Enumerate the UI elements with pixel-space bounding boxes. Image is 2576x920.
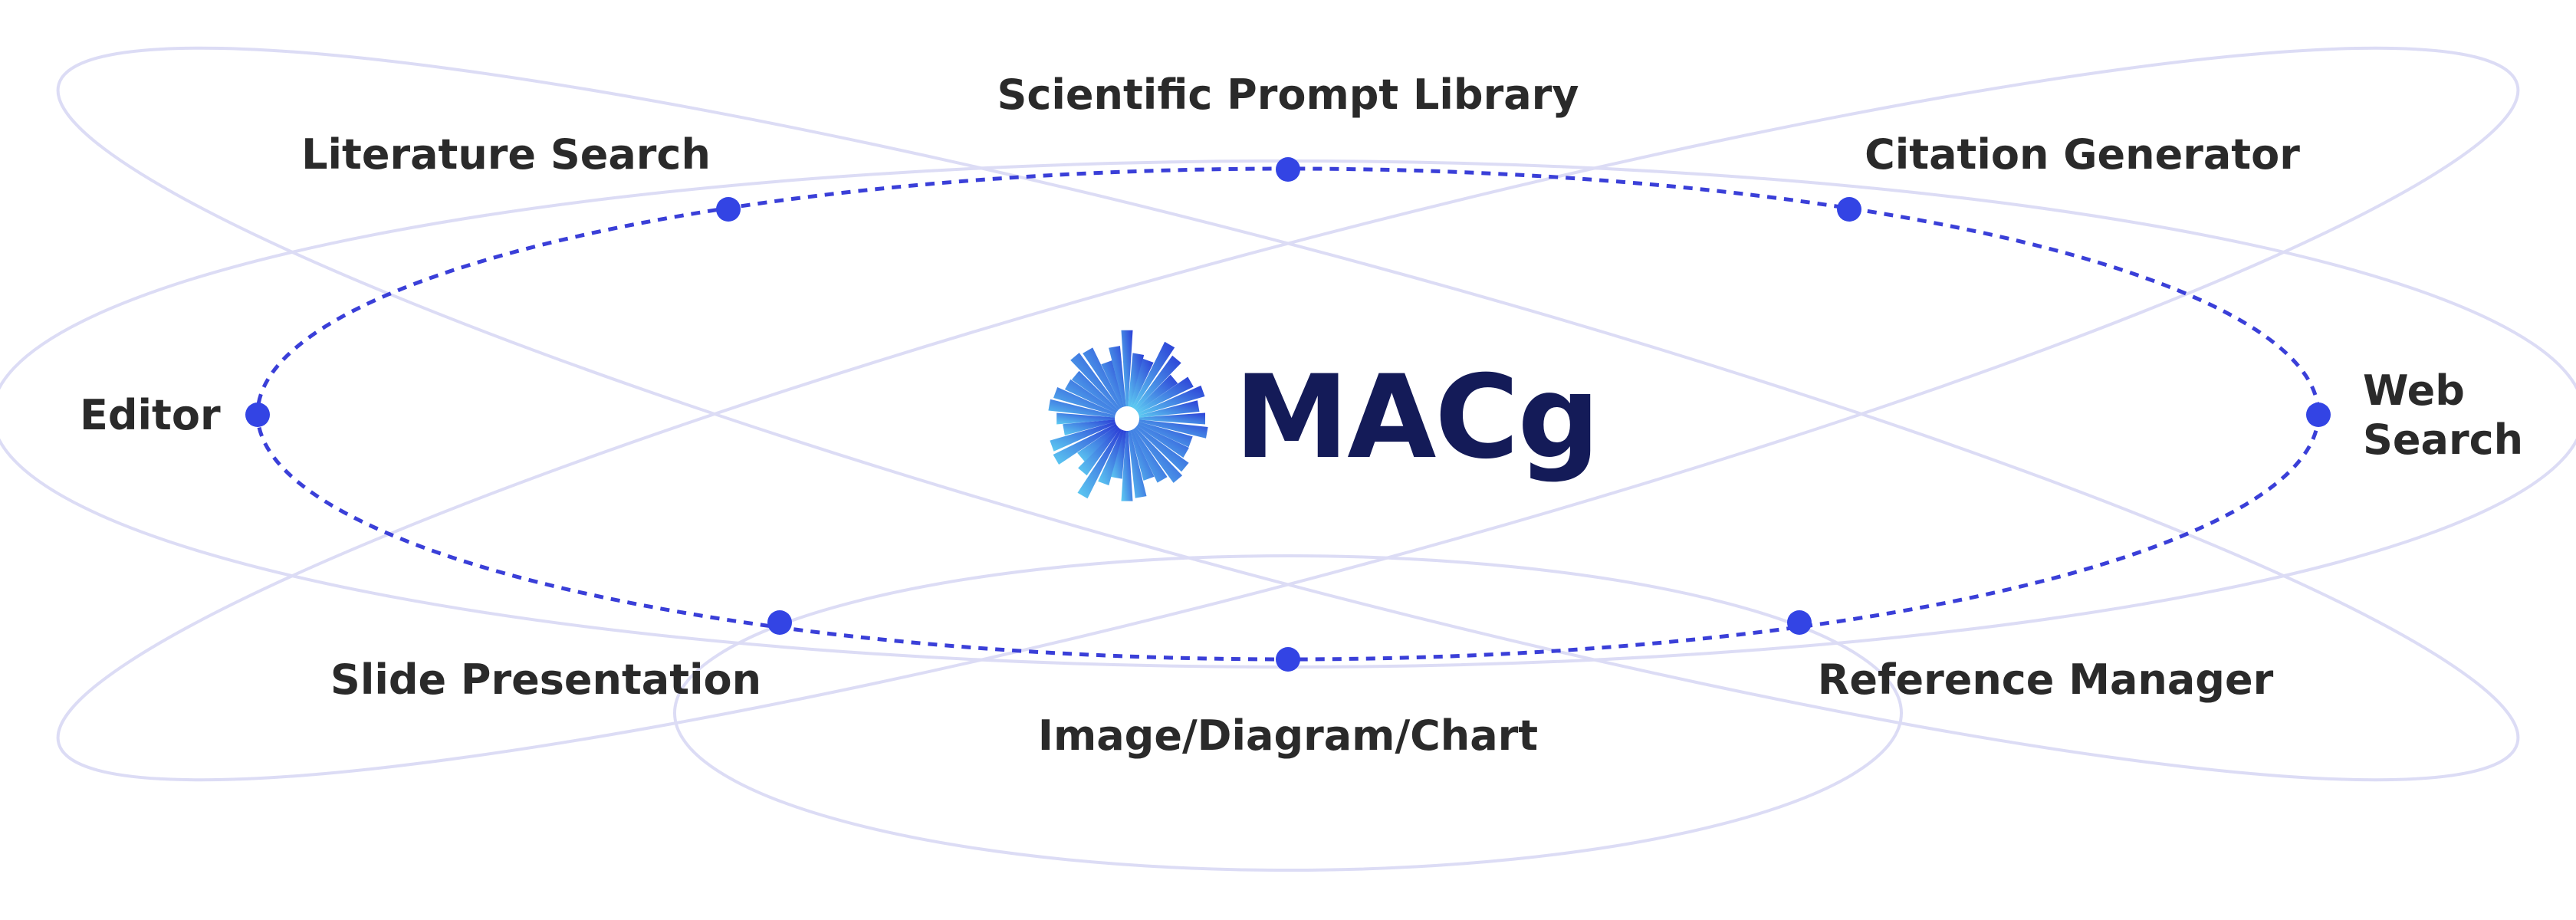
node-label-web-search-line1: Web <box>2363 366 2465 415</box>
logo-ray <box>1134 355 1181 410</box>
logo-ray <box>1053 387 1116 416</box>
logo-ray <box>1121 431 1133 501</box>
node-dot-reference-manager <box>1787 610 1812 635</box>
logo-ray <box>1071 370 1119 412</box>
logo-ray <box>1138 400 1200 418</box>
logo-ray <box>1138 385 1205 416</box>
node-label-citation-generator: Citation Generator <box>1865 130 2300 179</box>
sunburst-logo-icon <box>1048 330 1208 501</box>
logo-ray <box>1132 429 1168 483</box>
node-dot-image-diagram-chart <box>1276 647 1300 672</box>
logo-ray <box>1135 374 1178 412</box>
logo-ray <box>1134 427 1183 483</box>
node-dot-scientific-prompt-library <box>1276 157 1300 182</box>
node-label-image-diagram-chart: Image/Diagram/Chart <box>1038 711 1538 760</box>
logo-ray <box>1083 347 1122 409</box>
node-dot-literature-search <box>716 197 741 222</box>
logo-ray <box>1139 412 1205 425</box>
logo-ray <box>1101 360 1124 408</box>
logo-ray <box>1130 358 1154 408</box>
logo-ray <box>1138 419 1208 439</box>
logo-ray <box>1137 423 1189 458</box>
logo-ray <box>1138 422 1193 448</box>
node-dot-editor <box>245 402 270 427</box>
petal-outline <box>56 46 2520 782</box>
logo-ray <box>1111 430 1126 479</box>
logo-ray <box>1050 422 1116 452</box>
logo-ray <box>1098 429 1124 486</box>
logo-ray <box>1070 353 1120 410</box>
node-dot-slide-presentation <box>767 610 792 635</box>
node-dot-web-search <box>2306 402 2331 427</box>
petal-outline <box>673 554 1903 872</box>
logo-ray <box>1128 353 1145 407</box>
logo-ray <box>1109 346 1126 407</box>
brand-wordmark: MACg <box>1234 351 1598 485</box>
logo-ray <box>1048 399 1116 418</box>
logo-ray <box>1132 341 1175 409</box>
node-label-web-search-line2: Search <box>2363 416 2523 464</box>
node-label-editor: Editor <box>80 391 221 439</box>
logo-ray <box>1077 426 1119 462</box>
node-label-reference-manager: Reference Manager <box>1818 656 2274 704</box>
logo-ray <box>1053 423 1117 465</box>
logo-ray <box>1077 429 1122 499</box>
logo-ray <box>1056 412 1115 425</box>
logo-ray <box>1137 376 1194 414</box>
logo-ray <box>1064 379 1117 414</box>
node-label-literature-search: Literature Search <box>301 130 711 179</box>
node-label-scientific-prompt-library: Scientific Prompt Library <box>997 71 1579 119</box>
logo-ray <box>1130 429 1155 481</box>
node-label-slide-presentation: Slide Presentation <box>330 656 761 704</box>
logo-ray <box>1135 426 1189 472</box>
node-dot-citation-generator <box>1837 197 1861 222</box>
logo-ray <box>1121 330 1133 406</box>
logo-ray <box>1128 430 1147 498</box>
logo-ray <box>1063 419 1116 435</box>
petal-outline <box>56 46 2520 782</box>
orbit-node-dots <box>245 157 2331 672</box>
logo-ray <box>1078 427 1120 476</box>
